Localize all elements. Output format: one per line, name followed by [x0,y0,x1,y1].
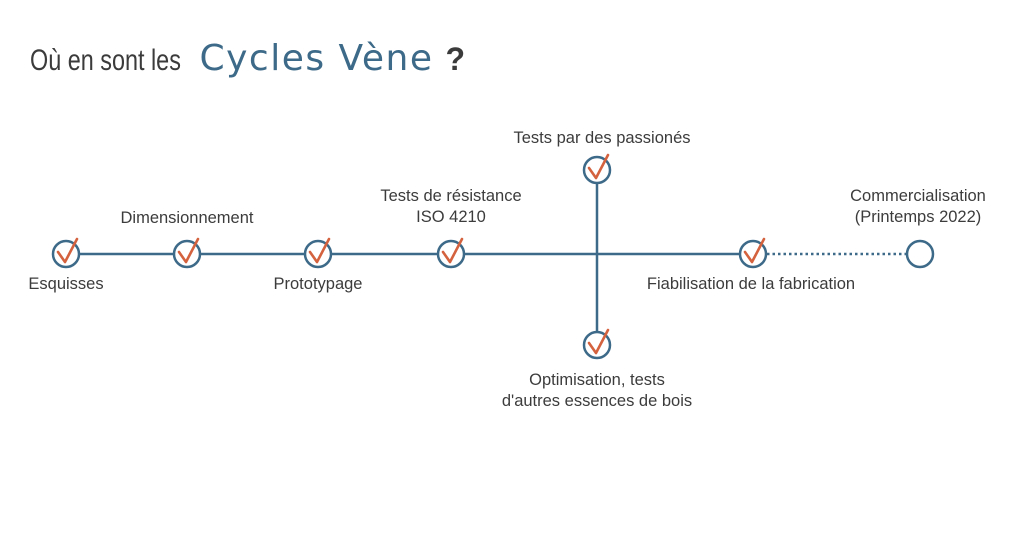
title-brand: Cycles Vène [199,38,434,79]
milestone-dimensionnement [172,237,202,269]
title-prefix: Où en sont les [30,44,181,77]
check-icon [308,237,331,264]
milestone-tests-resistance [436,237,466,269]
label-prototypage: Prototypage [273,275,363,293]
check-icon [177,237,200,264]
milestone-fiabilisation [738,237,768,269]
label-commercialisation: Commercialisation (Printemps 2022) [850,187,986,226]
check-icon [743,237,766,264]
check-icon [441,237,464,264]
milestone-tests-passionnes [582,153,612,185]
milestone-prototypage [303,237,333,269]
check-icon [587,153,610,180]
title-question-mark: ? [445,41,466,77]
label-fiabilisation: Fiabilisation de la fabrication [646,275,856,293]
milestone-circle [905,239,935,269]
label-tests-resistance: Tests de résistance ISO 4210 [380,187,522,226]
check-icon [56,237,79,264]
milestone-optimisation [582,328,612,360]
label-esquisses: Esquisses [28,275,104,293]
check-icon [587,328,610,355]
label-tests-passionnes: Tests par des passionés [513,129,691,147]
page-title: Où en sont les Cycles Vène ? [30,38,465,79]
milestone-esquisses [51,237,81,269]
label-dimensionnement: Dimensionnement [120,209,254,227]
milestone-commercialisation [905,239,935,269]
label-optimisation: Optimisation, tests d'autres essences de… [501,371,693,410]
